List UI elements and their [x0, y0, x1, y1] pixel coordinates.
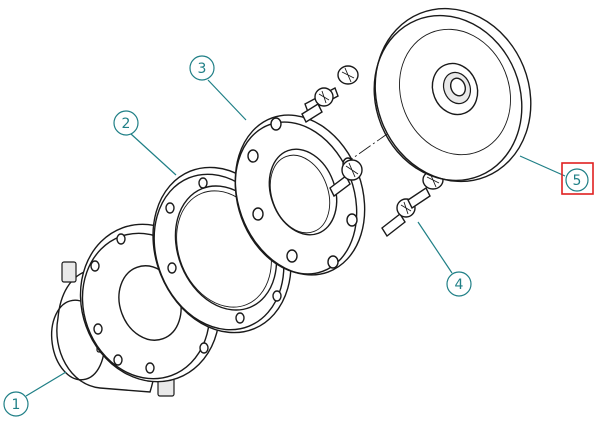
callout-3[interactable]: 3: [189, 55, 247, 121]
callout-2[interactable]: 2: [113, 110, 177, 176]
part-pulley-wheel: [373, 7, 532, 183]
selection-highlight-box: [561, 162, 594, 195]
callout-5-label: 5: [573, 173, 582, 189]
callout-4[interactable]: 4: [417, 221, 472, 297]
callout-1-label: 1: [12, 397, 21, 413]
callout-3-label: 3: [198, 61, 207, 77]
part-screws: [301, 65, 444, 238]
callout-5[interactable]: 5: [519, 155, 594, 195]
callout-2-label: 2: [122, 116, 131, 132]
callout-1[interactable]: 1: [3, 371, 67, 417]
callout-4-label: 4: [455, 277, 464, 293]
